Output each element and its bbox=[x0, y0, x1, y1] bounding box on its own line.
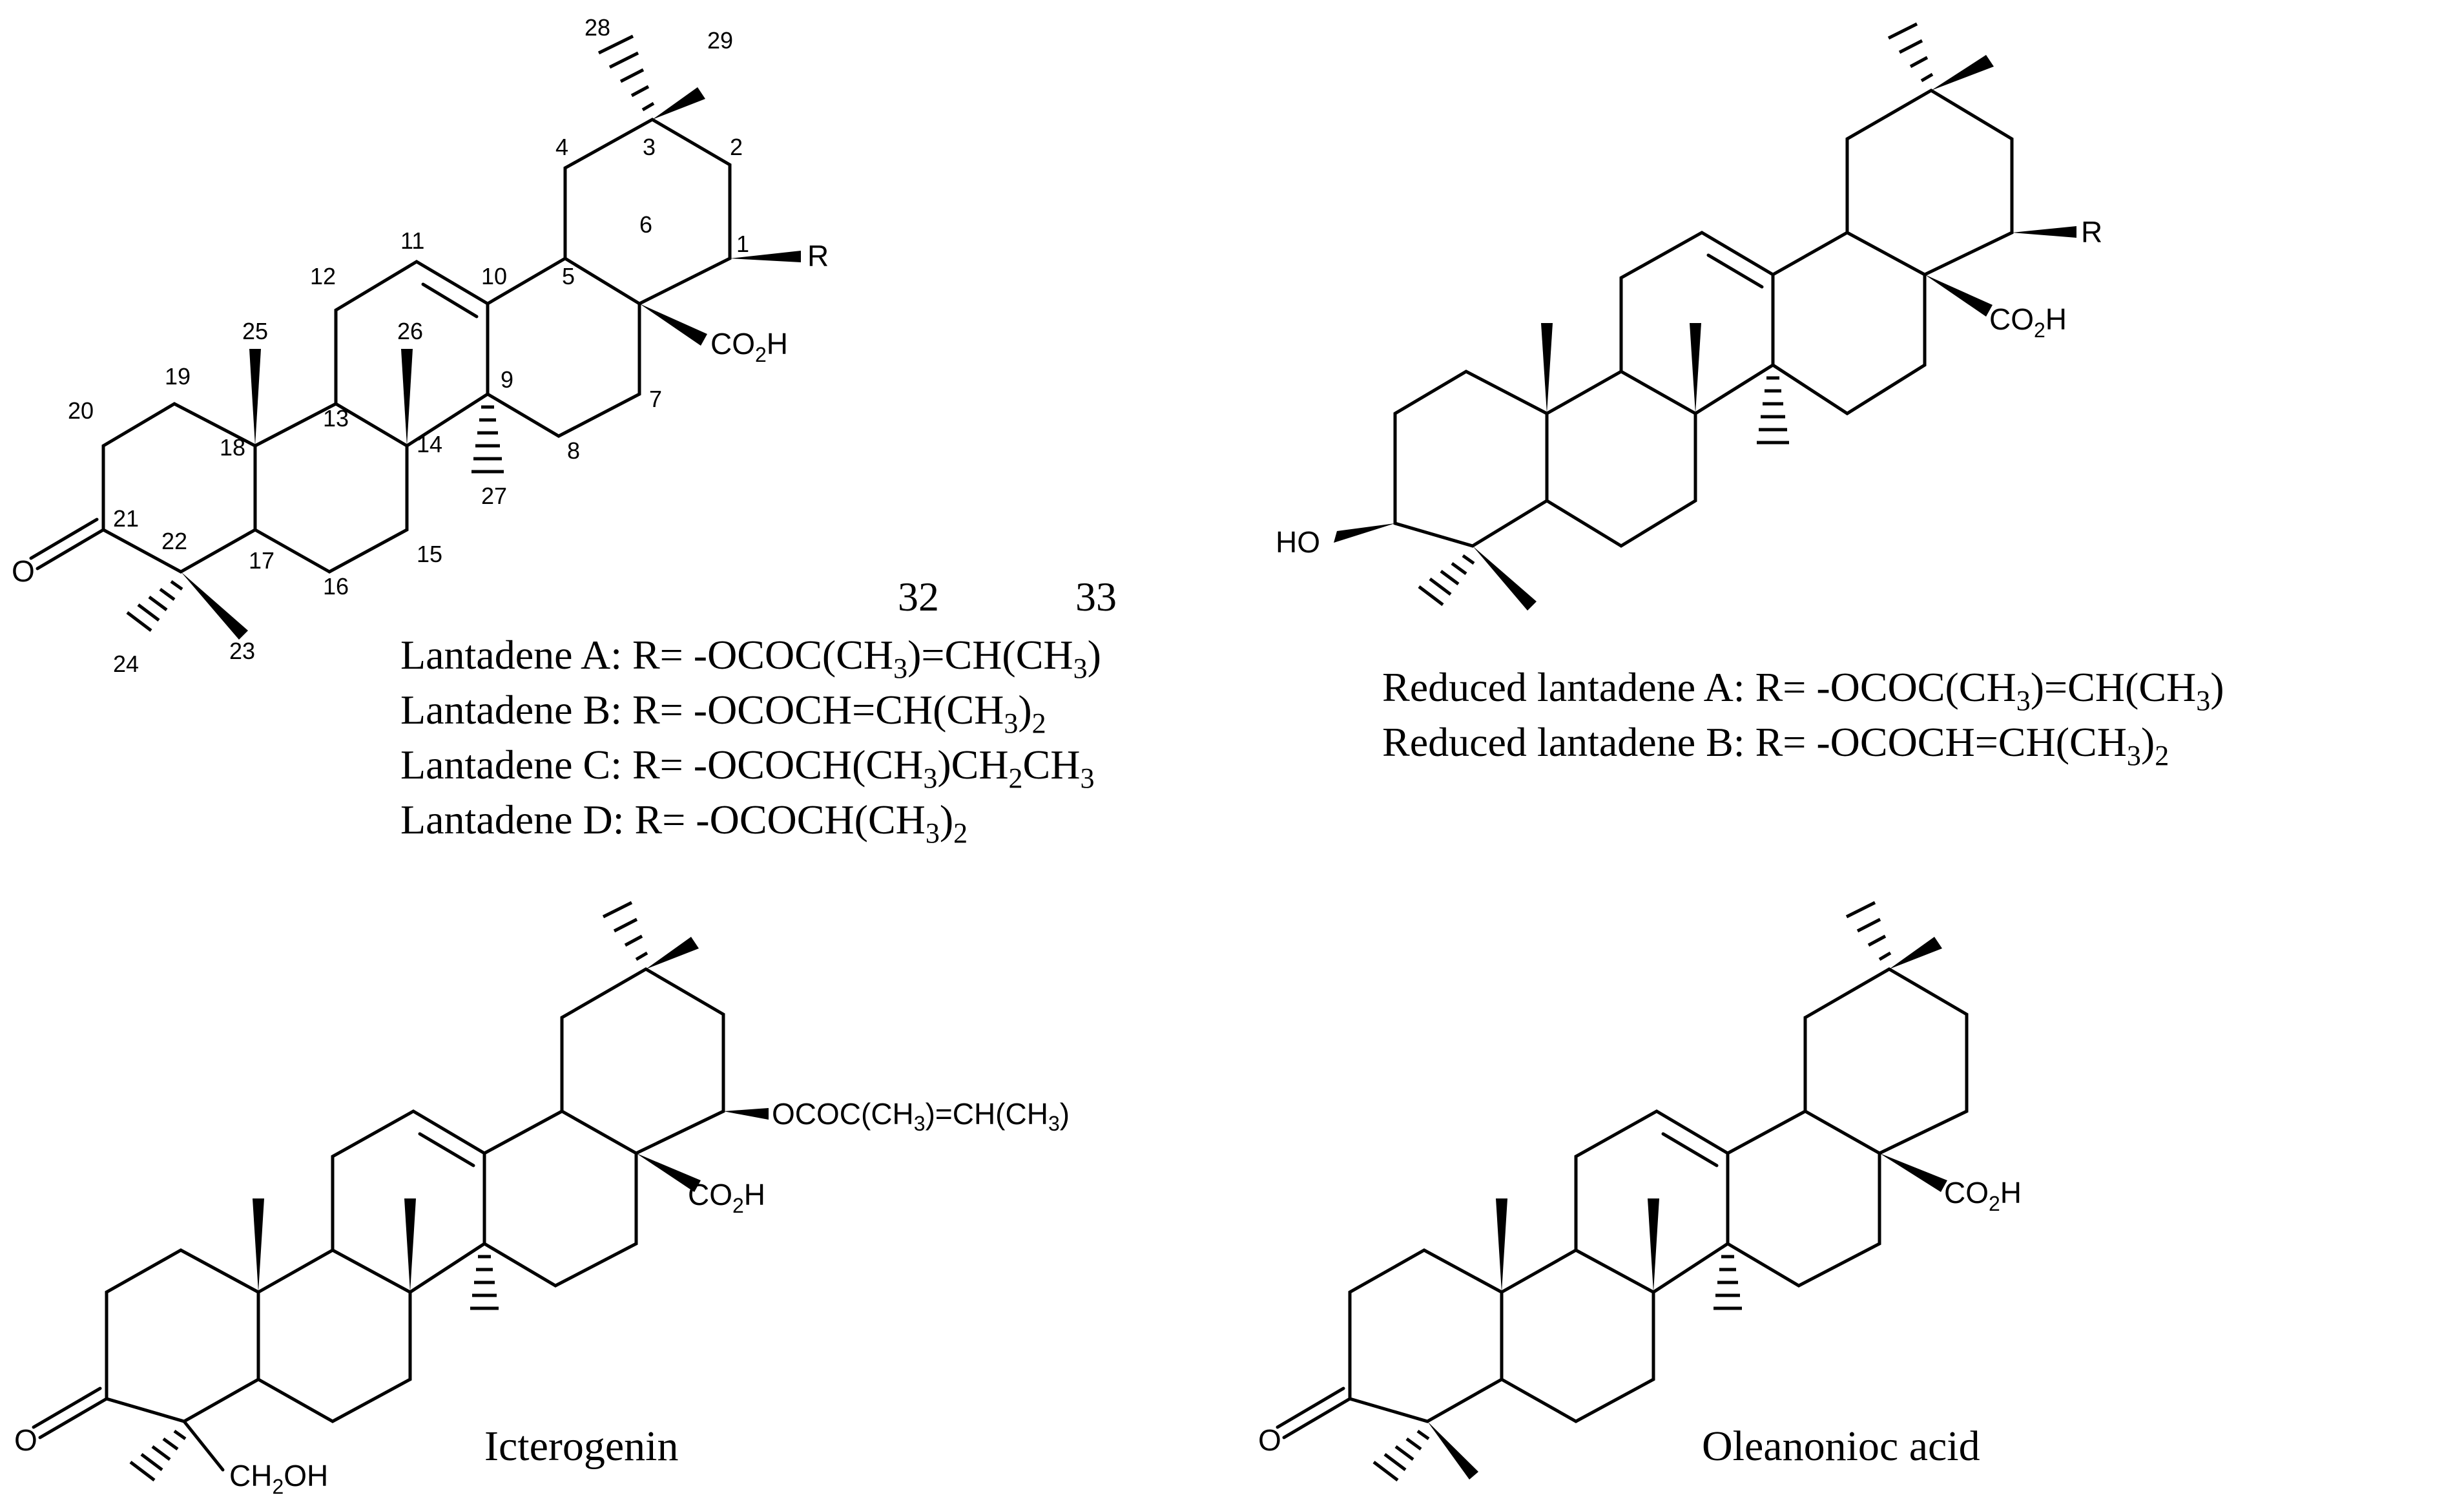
svg-text:O: O bbox=[1258, 1423, 1281, 1457]
icterogenin-ester-label: OCOC(CH3)=CH(CH3) bbox=[772, 1097, 1070, 1135]
lantadene-hashed-bonds bbox=[126, 34, 655, 632]
svg-text:20: 20 bbox=[68, 397, 94, 424]
svg-text:5: 5 bbox=[562, 263, 575, 289]
svg-text:16: 16 bbox=[323, 573, 349, 600]
svg-text:O: O bbox=[12, 554, 35, 588]
svg-text:24: 24 bbox=[113, 651, 139, 677]
svg-text:27: 27 bbox=[481, 483, 507, 509]
lantadene-structure: 1 2 3 4 5 6 7 8 9 10 11 12 13 14 15 16 1… bbox=[12, 14, 829, 677]
svg-text:19: 19 bbox=[165, 363, 191, 390]
svg-text:17: 17 bbox=[249, 547, 274, 574]
oleanonic-acid-name: Oleanonioc acid bbox=[1702, 1423, 1980, 1470]
svg-text:26: 26 bbox=[397, 318, 423, 344]
lantadene-r-group-list: 32 33 Lantadene A: R= -OCOC(CH3)=CH(CH3)… bbox=[400, 574, 1117, 849]
svg-text:R: R bbox=[807, 239, 829, 273]
svg-text:25: 25 bbox=[242, 318, 268, 344]
lantadene-d-caption: Lantadene D: R= -OCOCH(CH3)2 bbox=[400, 797, 968, 849]
oleanonic-hashed-bonds bbox=[1372, 901, 1892, 1481]
reduced-lantadene-a-caption: Reduced lantadene A: R= -OCOC(CH3)=CH(CH… bbox=[1382, 664, 2224, 716]
svg-text:18: 18 bbox=[220, 434, 245, 461]
acyl-carbon-number-32: 32 bbox=[898, 574, 939, 620]
reduced-carboxyl-label: CO2H bbox=[1989, 302, 2067, 342]
svg-text:6: 6 bbox=[639, 211, 652, 238]
svg-text:3: 3 bbox=[643, 134, 656, 160]
svg-text:10: 10 bbox=[481, 263, 507, 289]
svg-text:4: 4 bbox=[555, 134, 568, 160]
svg-text:11: 11 bbox=[400, 227, 424, 254]
svg-text:9: 9 bbox=[501, 366, 513, 393]
reduced-bonds bbox=[1334, 55, 2076, 611]
icterogenin-carboxyl-label: CO2H bbox=[688, 1178, 765, 1217]
svg-text:O: O bbox=[14, 1423, 37, 1457]
svg-text:R: R bbox=[2081, 215, 2102, 249]
svg-text:1: 1 bbox=[736, 231, 749, 257]
reduced-lantadene-b-caption: Reduced lantadene B: R= -OCOCH=CH(CH3)2 bbox=[1382, 719, 2169, 771]
icterogenin-hashed-bonds bbox=[129, 901, 648, 1481]
icterogenin-atom-labels: O OCOC(CH3)=CH(CH3) CO2H CH2OH bbox=[14, 1097, 1070, 1498]
acyl-carbon-number-33: 33 bbox=[1075, 574, 1117, 620]
oleanonic-bonds bbox=[1276, 937, 1969, 1480]
svg-text:7: 7 bbox=[649, 386, 662, 412]
svg-text:28: 28 bbox=[585, 14, 610, 41]
svg-text:22: 22 bbox=[161, 528, 187, 554]
icterogenin-structure: O OCOC(CH3)=CH(CH3) CO2H CH2OH Icterogen… bbox=[14, 901, 1070, 1498]
reduced-lantadene-structure: HO R CO2H bbox=[1276, 22, 2102, 611]
svg-text:2: 2 bbox=[730, 134, 743, 160]
reduced-r-group-list: Reduced lantadene A: R= -OCOC(CH3)=CH(CH… bbox=[1382, 664, 2224, 771]
oleanonic-carboxyl-label: CO2H bbox=[1944, 1176, 2022, 1215]
lantadene-a-caption: Lantadene A: R= -OCOC(CH3)=CH(CH3) bbox=[400, 632, 1101, 684]
lantadene-c-caption: Lantadene C: R= -OCOCH(CH3)CH2CH3 bbox=[400, 742, 1094, 794]
svg-text:8: 8 bbox=[567, 437, 580, 464]
icterogenin-name: Icterogenin bbox=[484, 1423, 679, 1470]
lantadene-carboxyl-label: CO2H bbox=[710, 327, 788, 366]
lantadene-b-caption: Lantadene B: R= -OCOCH=CH(CH3)2 bbox=[400, 687, 1046, 739]
oleanonic-atom-labels: O CO2H bbox=[1258, 1176, 2022, 1457]
svg-text:29: 29 bbox=[707, 27, 733, 54]
svg-text:21: 21 bbox=[113, 505, 139, 532]
svg-text:14: 14 bbox=[417, 431, 442, 457]
oleanonic-acid-structure: O CO2H Oleanonioc acid bbox=[1258, 901, 2022, 1481]
lantadene-bonds bbox=[29, 87, 801, 640]
lantadene-carbon-numbers: 1 2 3 4 5 6 7 8 9 10 11 12 13 14 15 16 1… bbox=[68, 14, 749, 677]
lantadene-atom-labels: O R CO2H bbox=[12, 239, 829, 588]
svg-text:23: 23 bbox=[229, 638, 255, 664]
svg-text:15: 15 bbox=[417, 541, 442, 567]
icterogenin-bonds bbox=[32, 937, 769, 1472]
svg-text:13: 13 bbox=[323, 405, 349, 432]
svg-text:HO: HO bbox=[1276, 525, 1320, 559]
svg-text:12: 12 bbox=[310, 263, 336, 289]
reduced-hashed-bonds bbox=[1418, 22, 1934, 606]
icterogenin-hydroxymethyl-label: CH2OH bbox=[229, 1459, 328, 1498]
reduced-atom-labels: HO R CO2H bbox=[1276, 215, 2102, 559]
